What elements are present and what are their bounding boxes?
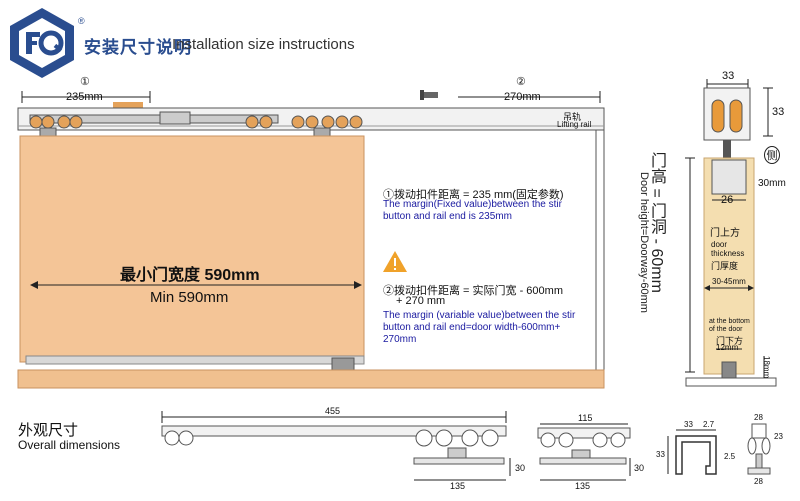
note2-cn-1: ②拨动扣件距离 = 实际门宽 - 600mm [383,285,563,297]
page-title-en: Installation size instructions [172,36,355,53]
note1-en-2: button and rail end is 235mm [383,211,512,222]
thickness-en-1: door [711,240,728,249]
door-height-en: Door height=Doorway-60mm [638,172,650,313]
dim-28-b: 28 [754,477,763,486]
thickness-cn: 门厚度 [711,261,739,271]
thickness-range: 30-45mm [712,277,746,286]
rail-label-en: Lifting rail [557,120,592,129]
min-door-width-en: Min 590mm [150,289,229,306]
bottom-dim: 12mm [716,343,739,352]
dim-270: 270mm [504,91,541,103]
dim-455: 455 [325,406,341,416]
dim-115: 115 [578,413,593,423]
side-label: 侧 [764,146,780,164]
dim-135-b: 135 [575,481,591,491]
door-panel [19,135,365,363]
note2-cn-2: + 270 mm [396,295,446,307]
overall-title-en: Overall dimensions [18,438,121,452]
marker-2: ② [516,76,526,88]
wheel-profile [747,423,771,475]
min-door-width-cn: 最小门宽度 590mm [120,267,260,284]
brand-logo-icon [10,8,74,78]
note2-en-1: The margin (variable value)between the s… [383,310,576,321]
dim-235: 235mm [66,91,103,103]
dim-30mm: 30mm [758,178,786,189]
dim-18mm: 18mm [762,356,771,379]
rail-label-cn: 吊轨 [563,112,582,122]
note2-en-2: button and rail end=door width-600mm+ [383,322,561,333]
registered-mark: ® [78,16,85,26]
dim-side-right: 33 [772,106,785,118]
bottom-en-1: at the bottom [709,318,750,325]
dim-33-a: 33 [684,420,693,429]
side-section [685,79,777,387]
dim-side-top: 33 [722,70,735,82]
marker-1: ① [80,76,90,88]
overall-title-cn: 外观尺寸 [18,422,79,439]
dim-26: 26 [721,194,734,206]
bottom-cn: 门下方 [716,336,744,346]
dim-30-a: 30 [515,463,526,473]
dim-33-b: 33 [656,450,665,459]
floor [17,369,605,389]
door-height-cn: 门高 = 门洞 - 60mm [648,152,665,293]
overall-drawing-long [161,411,511,481]
rail-profile [667,429,717,475]
note1-en-1: The margin(Fixed value)between the stir [383,199,562,210]
thickness-en-2: thickness [711,249,745,258]
dim-135-a: 135 [450,481,466,491]
dim-23: 23 [774,432,783,441]
dim-28-a: 28 [754,413,763,422]
dim-2-7: 2.7 [703,420,715,429]
note2-en-3: 270mm [383,334,417,345]
note1-cn: ①拨动扣件距离 = 235 mm(固定参数) [383,189,564,201]
page-title-cn: 安装尺寸说明 [84,38,192,57]
bottom-en-2: of the door [709,326,743,333]
dim-30-b: 30 [634,463,645,473]
dim-2-5: 2.5 [724,452,736,461]
door-top-cn: 门上方 [710,228,740,239]
overall-drawing-short [537,423,631,481]
